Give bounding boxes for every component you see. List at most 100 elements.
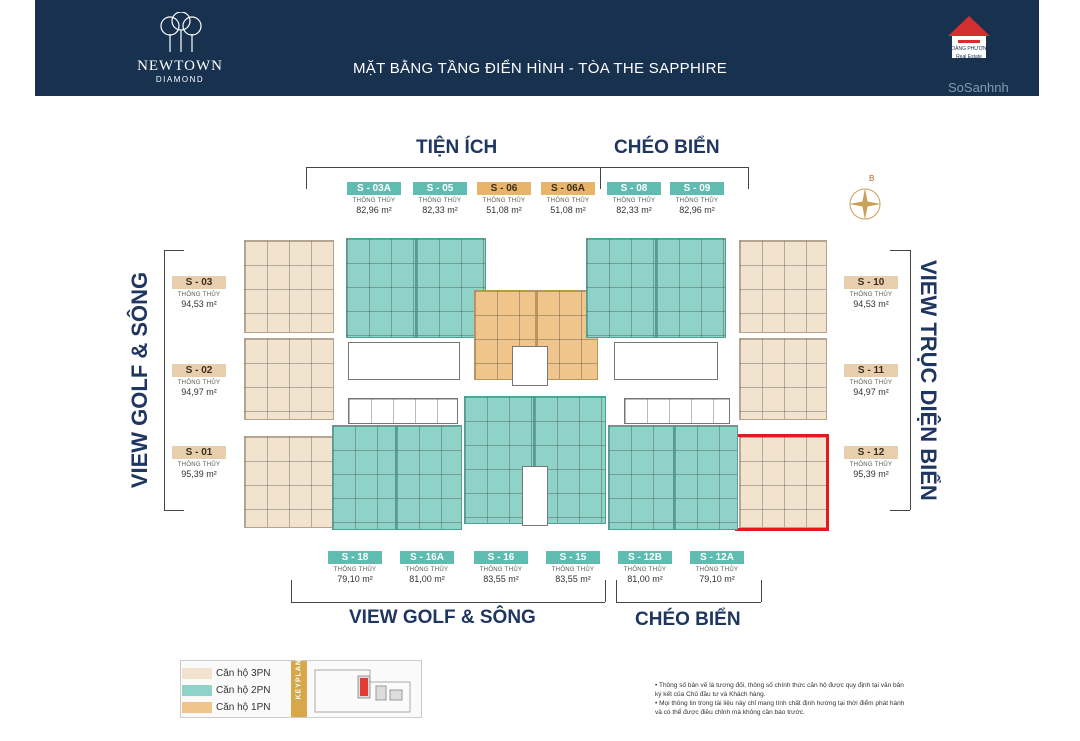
unit-code: S - 06 — [477, 182, 531, 195]
unit-code: S - 03A — [347, 182, 401, 195]
unit-code: S - 02 — [172, 364, 226, 377]
unit-code: S - 12A — [690, 551, 744, 564]
note-2-text: Mọi thông tin trong tài liệu này chỉ man… — [655, 700, 905, 716]
keyplan-label: KEYPLAN — [295, 659, 303, 700]
unit-label-s03[interactable]: S - 03 THÔNG THỦY 94,53 m² — [166, 272, 232, 309]
unit-area-label: THÔNG THỦY — [333, 567, 377, 573]
unit-area-label: THÔNG THỦY — [612, 198, 656, 204]
unit-label-s10[interactable]: S - 10 THÔNG THỦY 94,53 m² — [838, 272, 904, 309]
stair-core-left — [348, 342, 460, 380]
unit-area: 94,53 m² — [181, 299, 217, 309]
unit-area-label: THÔNG THỦY — [177, 462, 221, 468]
apartment-s11[interactable] — [739, 338, 827, 420]
lobby — [512, 346, 548, 386]
unit-label-s02[interactable]: S - 02 THÔNG THỦY 94,97 m² — [166, 360, 232, 397]
unit-code: S - 11 — [844, 364, 898, 377]
unit-area: 94,97 m² — [853, 387, 889, 397]
apartment-s09[interactable] — [656, 238, 726, 338]
unit-label-s08[interactable]: S - 08 THÔNG THỦY 82,33 m² — [601, 178, 667, 215]
keyplan-map — [314, 669, 411, 713]
disclaimer-notes: • Thông số bản vẽ là tương đối, thông số… — [655, 681, 905, 717]
brand-name: HOÀNG PHƯƠNG — [947, 46, 991, 52]
legend-swatch-1pn — [182, 702, 212, 713]
apartment-s03[interactable] — [244, 240, 334, 333]
bracket-right — [910, 250, 911, 510]
apartment-s03a[interactable] — [346, 238, 416, 338]
tree-logo-icon — [160, 12, 202, 52]
center-gap — [522, 466, 548, 526]
unit-code: S - 09 — [670, 182, 724, 195]
unit-area-label: THÔNG THỦY — [675, 198, 719, 204]
apartment-s02[interactable] — [244, 338, 334, 420]
unit-code: S - 15 — [546, 551, 600, 564]
unit-code: S - 18 — [328, 551, 382, 564]
unit-area: 95,39 m² — [181, 469, 217, 479]
unit-area: 82,96 m² — [356, 205, 392, 215]
unit-label-s16[interactable]: S - 16 THÔNG THỦY 83,55 m² — [468, 547, 534, 584]
brand-logo-icon — [948, 16, 990, 58]
unit-label-s03a[interactable]: S - 03A THÔNG THỦY 82,96 m² — [341, 178, 407, 215]
apartment-s01[interactable] — [244, 436, 334, 528]
unit-label-s12[interactable]: S - 12 THÔNG THỦY 95,39 m² — [838, 442, 904, 479]
unit-area-label: THÔNG THỦY — [405, 567, 449, 573]
unit-code: S - 12 — [844, 446, 898, 459]
apartment-s16a[interactable] — [396, 425, 462, 530]
unit-area: 51,08 m² — [550, 205, 586, 215]
unit-label-s06[interactable]: S - 06 THÔNG THỦY 51,08 m² — [471, 178, 537, 215]
unit-area-label: THÔNG THỦY — [546, 198, 590, 204]
unit-area: 51,08 m² — [486, 205, 522, 215]
unit-code: S - 16 — [474, 551, 528, 564]
bracket-right-top — [890, 250, 910, 251]
unit-area-label: THÔNG THỦY — [482, 198, 526, 204]
bracket-bottom-left-end2 — [605, 580, 606, 602]
unit-area-label: THÔNG THỦY — [849, 380, 893, 386]
unit-area-label: THÔNG THỦY — [623, 567, 667, 573]
keyplan-bar — [291, 661, 307, 717]
apartment-s08[interactable] — [586, 238, 656, 338]
apartment-s12[interactable] — [739, 436, 827, 528]
unit-area: 94,53 m² — [853, 299, 889, 309]
bracket-bottom-left — [291, 602, 605, 603]
unit-label-s01[interactable]: S - 01 THÔNG THỦY 95,39 m² — [166, 442, 232, 479]
unit-label-s05[interactable]: S - 05 THÔNG THỦY 82,33 m² — [407, 178, 473, 215]
apartment-s16[interactable] — [464, 396, 534, 524]
bracket-right-bottom — [890, 510, 910, 511]
unit-area-label: THÔNG THỦY — [849, 292, 893, 298]
apartment-s05[interactable] — [416, 238, 486, 338]
stair-core-right — [614, 342, 718, 380]
watermark: SoSanhnh — [948, 80, 1009, 95]
apartment-s12b[interactable] — [608, 425, 674, 530]
note-1-text: Thông số bản vẽ là tương đối, thông số c… — [655, 682, 904, 698]
page-title: MẶT BẰNG TẦNG ĐIỂN HÌNH - TÒA THE SAPPHI… — [352, 60, 728, 77]
note-2: • Mọi thông tin trong tài liệu này chỉ m… — [655, 700, 905, 716]
unit-area: 94,97 m² — [181, 387, 217, 397]
apartment-s10[interactable] — [739, 240, 827, 333]
unit-label-s11[interactable]: S - 11 THÔNG THỦY 94,97 m² — [838, 360, 904, 397]
selected-unit-highlight — [735, 434, 829, 531]
unit-area: 81,00 m² — [409, 574, 445, 584]
unit-area: 82,33 m² — [422, 205, 458, 215]
unit-area-label: THÔNG THỦY — [551, 567, 595, 573]
heading-bottom-left: VIEW GOLF & SÔNG — [349, 607, 536, 628]
header-banner — [35, 0, 1039, 96]
bracket-top-left — [306, 167, 600, 168]
unit-label-s16a[interactable]: S - 16A THÔNG THỦY 81,00 m² — [394, 547, 460, 584]
bracket-left-bottom — [164, 510, 184, 511]
bracket-bottom-left-end — [291, 580, 292, 602]
unit-label-s15[interactable]: S - 15 THÔNG THỦY 83,55 m² — [540, 547, 606, 584]
unit-label-s06a[interactable]: S - 06A THÔNG THỦY 51,08 m² — [535, 178, 601, 215]
bracket-top-mid — [600, 167, 601, 189]
unit-area: 95,39 m² — [853, 469, 889, 479]
unit-label-s12b[interactable]: S - 12B THÔNG THỦY 81,00 m² — [612, 547, 678, 584]
apartment-s18[interactable] — [332, 425, 396, 530]
apartment-s12a[interactable] — [674, 425, 738, 530]
unit-code: S - 01 — [172, 446, 226, 459]
heading-left: VIEW GOLF & SÔNG — [127, 271, 152, 489]
unit-label-s09[interactable]: S - 09 THÔNG THỦY 82,96 m² — [664, 178, 730, 215]
unit-label-s12a[interactable]: S - 12A THÔNG THỦY 79,10 m² — [684, 547, 750, 584]
unit-label-s18[interactable]: S - 18 THÔNG THỦY 79,10 m² — [322, 547, 388, 584]
compass-icon — [849, 188, 881, 220]
heading-right: VIEW TRỤC DIỆN BIỂN — [916, 260, 941, 501]
unit-area: 82,33 m² — [616, 205, 652, 215]
brand-tagline: Real Estate — [956, 54, 982, 60]
